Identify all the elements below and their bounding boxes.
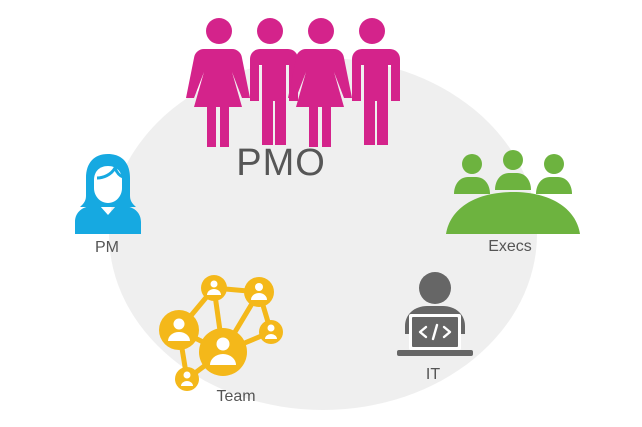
pm-label: PM bbox=[95, 239, 119, 256]
meeting-table-icon bbox=[446, 150, 580, 234]
pmo-label: PMO bbox=[236, 142, 326, 184]
developer-laptop-icon bbox=[397, 270, 473, 360]
people-group-icon bbox=[186, 15, 410, 147]
team-label: Team bbox=[216, 388, 256, 405]
woman-icon bbox=[73, 152, 143, 234]
execs-label: Execs bbox=[488, 238, 532, 255]
it-label: IT bbox=[425, 366, 441, 383]
network-people-icon bbox=[155, 270, 295, 400]
